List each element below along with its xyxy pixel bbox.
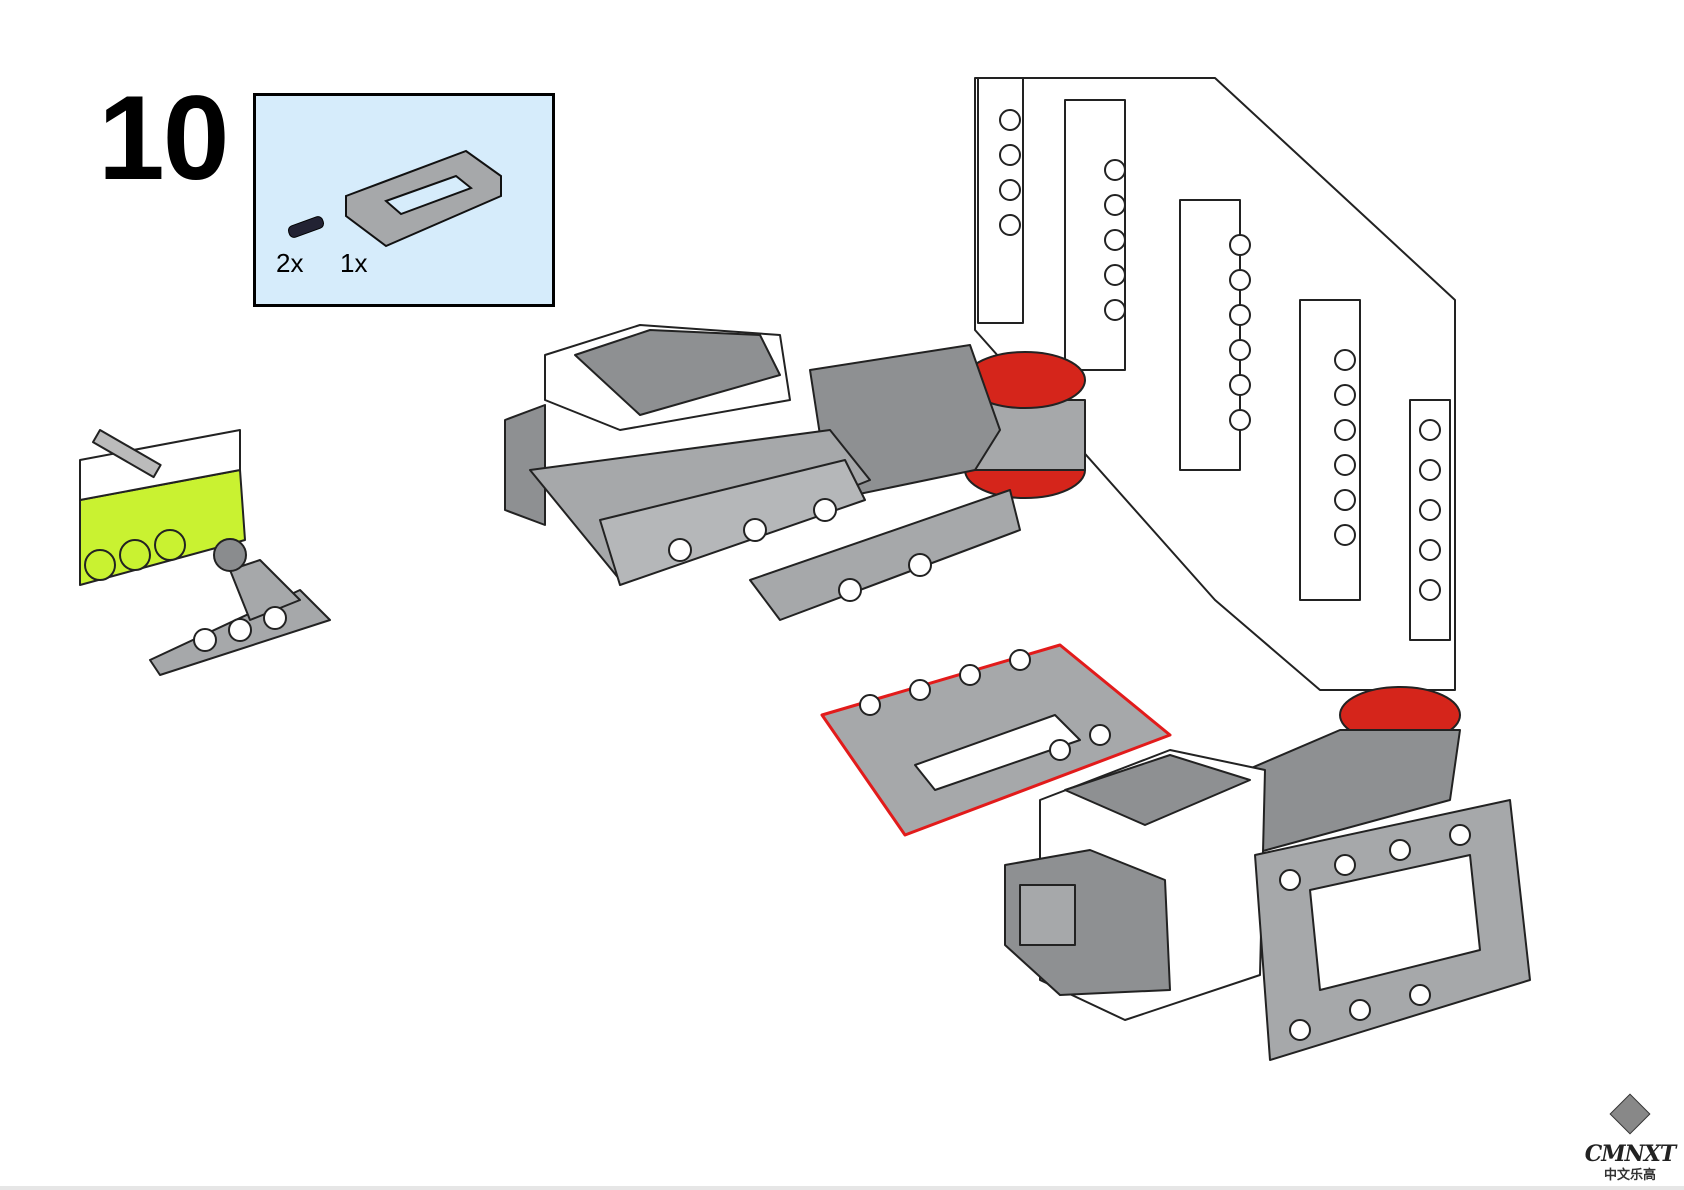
open-frame-icon xyxy=(345,149,502,248)
logo-diamond-icon xyxy=(1609,1093,1651,1135)
cmnxt-logo: CMNXT 中文乐高 xyxy=(1578,1092,1682,1183)
part-quantity: 2x xyxy=(276,248,304,278)
upper-motor-assembly xyxy=(504,324,1086,621)
page-bottom-rule xyxy=(0,1186,1684,1190)
lower-motor-assembly xyxy=(1004,686,1531,1061)
part-quantity: 1x xyxy=(340,248,368,278)
side-subassembly xyxy=(79,429,331,676)
highlighted-frame xyxy=(820,643,1172,837)
parts-illustrations xyxy=(287,149,502,248)
parts-list-callout: 2x 1x xyxy=(253,93,555,307)
logo-brand: CMNXT xyxy=(1584,1141,1676,1167)
step-number: 10 xyxy=(98,71,229,205)
logo-subtitle: 中文乐高 xyxy=(1603,1167,1656,1182)
connector-pin-icon xyxy=(287,216,325,238)
white-beam-wall xyxy=(974,77,1456,691)
